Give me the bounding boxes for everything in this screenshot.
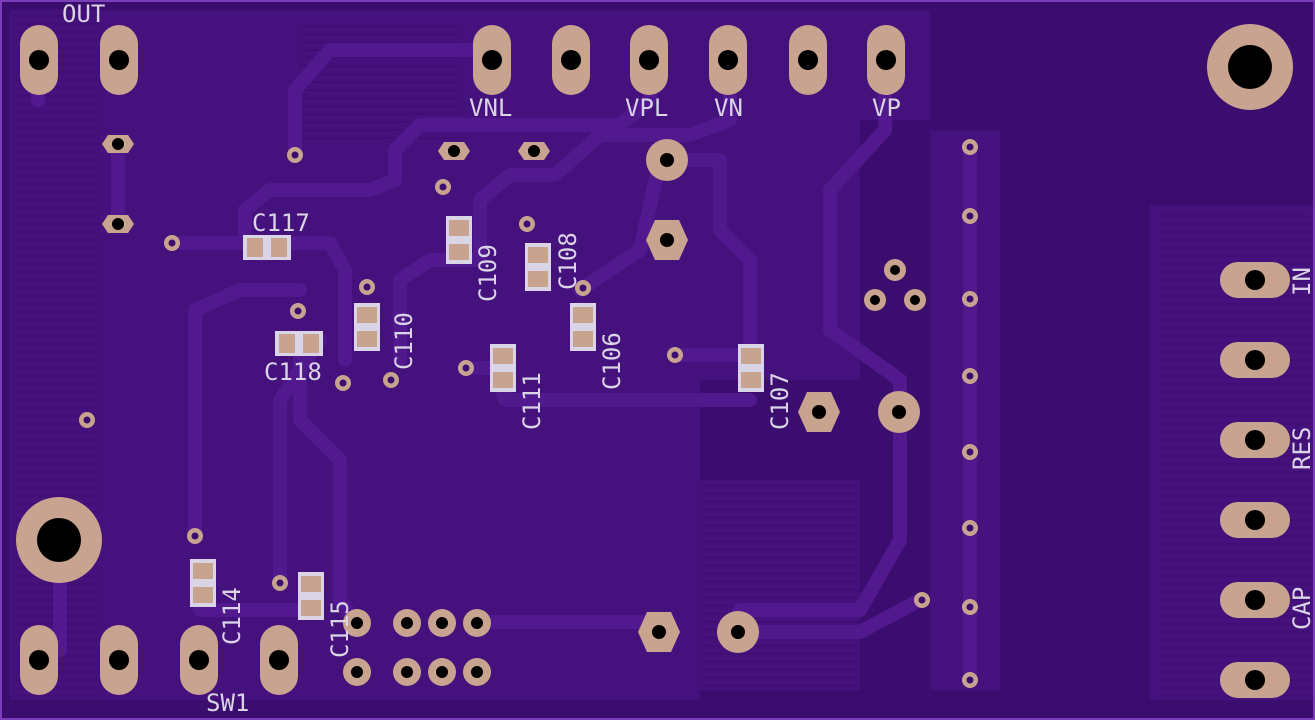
c118-footprint — [275, 331, 323, 356]
label-c109: C109 — [474, 244, 502, 302]
label-c114: C114 — [218, 587, 246, 645]
label-c111: C111 — [518, 372, 546, 430]
vias — [79, 139, 978, 688]
c111-footprint — [490, 344, 516, 392]
label-cap: CAP — [1288, 587, 1315, 630]
c106-footprint — [570, 303, 596, 351]
label-vn: VN — [714, 94, 743, 122]
smd-capacitors — [190, 216, 764, 620]
c115-footprint — [298, 572, 324, 620]
label-vnl: VNL — [469, 94, 512, 122]
label-c107: C107 — [766, 372, 794, 430]
c107-footprint — [738, 344, 764, 392]
label-out: OUT — [62, 0, 105, 28]
label-c110: C110 — [390, 312, 418, 370]
c109-footprint — [446, 216, 472, 264]
c108-footprint — [525, 243, 551, 291]
label-c108: C108 — [554, 232, 582, 290]
header-pads-top — [20, 25, 905, 95]
label-in: IN — [1288, 267, 1315, 296]
label-c117: C117 — [252, 209, 310, 237]
label-vp: VP — [872, 94, 901, 122]
label-vpl: VPL — [625, 94, 668, 122]
c110-footprint — [354, 303, 380, 351]
header-pads-bottom — [20, 625, 298, 695]
label-c106: C106 — [598, 332, 626, 390]
label-c115: C115 — [326, 600, 354, 658]
label-sw1: SW1 — [206, 689, 249, 717]
label-res: RES — [1288, 427, 1315, 470]
header-pads-right — [1220, 262, 1290, 698]
silkscreen: OUT VNL VPL VN VP SW1 C117 C118 IN RES C… — [62, 0, 1315, 717]
tht-pads — [102, 135, 926, 686]
label-c118: C118 — [264, 358, 322, 386]
c117-footprint — [243, 235, 291, 260]
mounting-holes — [16, 24, 1293, 583]
c114-footprint — [190, 559, 216, 607]
